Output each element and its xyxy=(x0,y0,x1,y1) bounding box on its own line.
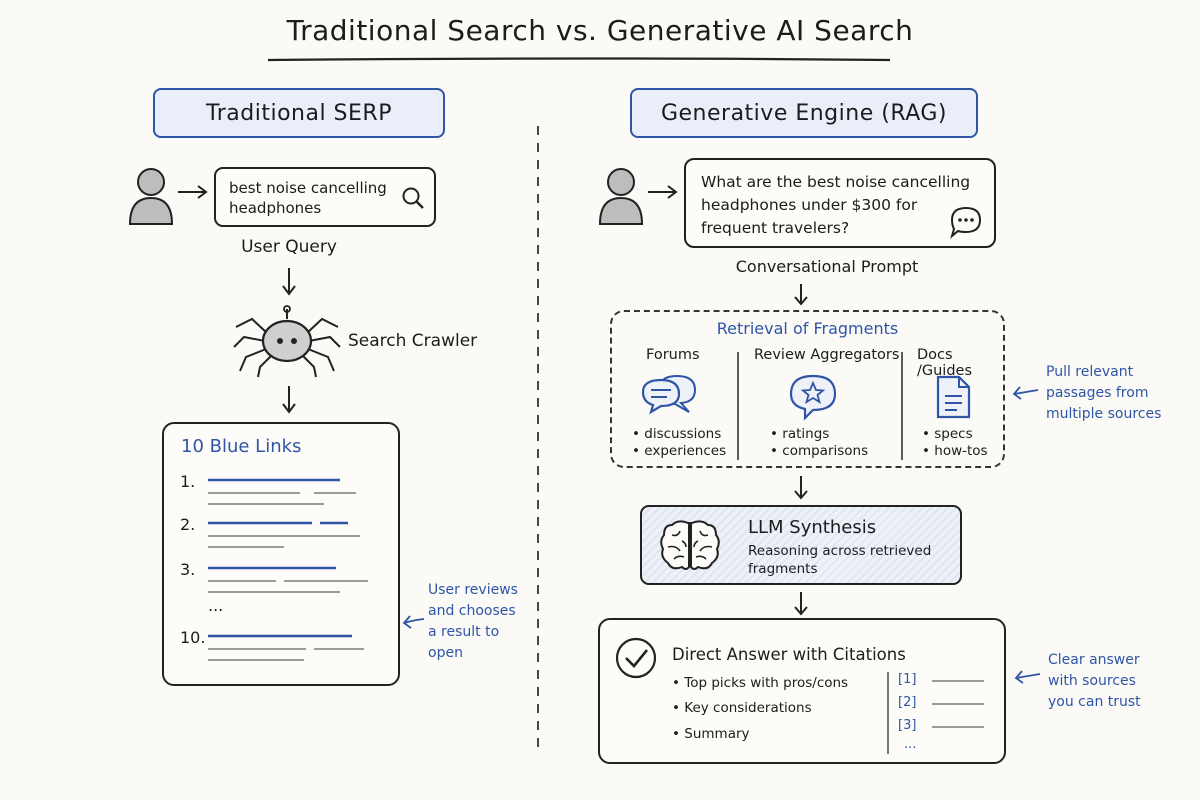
arrow-down-icon xyxy=(794,284,808,306)
answer-note: Clear answer with sources you can trust xyxy=(1048,652,1141,710)
chat-bubbles-icon xyxy=(641,374,697,415)
answer-bullet-text: Top picks with pros/cons xyxy=(684,675,849,691)
source-bullet-text: specs xyxy=(934,426,973,442)
search-crawler-label: Search Crawler xyxy=(348,331,478,351)
source-name-forums: Forums xyxy=(646,347,700,363)
source-bullet: • specs xyxy=(922,426,973,442)
traditional-serp-header-label: Traditional SERP xyxy=(206,100,392,126)
user-icon xyxy=(598,168,644,225)
note-arrow-icon xyxy=(1014,670,1041,684)
retrieval-note: Pull relevant passages from multiple sou… xyxy=(1046,364,1162,422)
conversational-prompt-box: What are the best noise cancelling headp… xyxy=(684,158,996,248)
results-ellipsis: ... xyxy=(208,596,224,615)
citation-ellipsis: ... xyxy=(904,737,917,752)
arrow-down-icon xyxy=(794,476,808,500)
citation-divider xyxy=(887,672,984,754)
source-bullet: • ratings xyxy=(770,426,830,442)
traditional-serp-header: Traditional SERP xyxy=(153,88,445,138)
citation-marker: [2] xyxy=(898,695,917,710)
source-bullet-text: discussions xyxy=(644,426,722,442)
result-number: 10. xyxy=(180,628,206,647)
arrow-down-icon xyxy=(794,592,808,616)
source-name-docs-guides: Docs /Guides xyxy=(917,347,973,379)
answer-title: Direct Answer with Citations xyxy=(672,645,906,664)
result-lines xyxy=(208,478,368,661)
answer-bullet-text: Summary xyxy=(684,726,750,742)
document-icon xyxy=(936,375,971,419)
spider-crawler-icon xyxy=(233,305,341,378)
source-bullet-text: ratings xyxy=(782,426,830,442)
retrieval-title: Retrieval of Fragments xyxy=(716,319,899,338)
source-bullet: • comparisons xyxy=(770,443,869,459)
generative-engine-header-label: Generative Engine (RAG) xyxy=(660,100,948,126)
user-query-label: User Query xyxy=(241,237,337,257)
llm-synthesis-box: LLM Synthesis Reasoning across retrieved… xyxy=(640,505,962,585)
search-icon xyxy=(402,187,424,209)
answer-bullet: • Top picks with pros/cons xyxy=(672,675,849,691)
checkmark-circle-icon xyxy=(615,637,657,679)
brain-icon xyxy=(660,520,720,570)
source-bullet: • how-tos xyxy=(922,443,988,459)
results-title: 10 Blue Links xyxy=(181,436,302,457)
source-name-review-aggregators: Review Aggregators xyxy=(754,347,900,363)
source-bullet: • experiences xyxy=(632,443,727,459)
note-arrow-icon xyxy=(1012,386,1039,400)
answer-bullet: • Summary xyxy=(672,726,750,742)
source-bullet-text: experiences xyxy=(644,443,727,459)
direct-answer-box: Direct Answer with Citations • Top picks… xyxy=(598,618,1006,764)
page-title: Traditional Search vs. Generative AI Sea… xyxy=(286,14,914,47)
arrow-down-icon xyxy=(282,386,296,414)
citation-marker: [1] xyxy=(898,672,917,687)
retrieval-fragments-box: Retrieval of Fragments Forums • discussi… xyxy=(610,310,1005,468)
result-number: 2. xyxy=(180,515,196,534)
generative-engine-header: Generative Engine (RAG) xyxy=(630,88,978,138)
prompt-text: What are the best noise cancelling headp… xyxy=(701,173,971,237)
source-bullet-text: comparisons xyxy=(782,443,869,459)
query-text: best noise cancelling headphones xyxy=(229,179,387,217)
synthesis-title: LLM Synthesis xyxy=(748,517,877,538)
synthesis-subtitle: Reasoning across retrieved fragments xyxy=(748,543,932,577)
answer-bullet: • Key considerations xyxy=(672,700,812,716)
chat-bubble-icon xyxy=(950,206,982,239)
result-number: 1. xyxy=(180,472,196,491)
citation-marker: [3] xyxy=(898,718,917,733)
answer-bullet-text: Key considerations xyxy=(684,700,812,716)
query-input-box: best noise cancelling headphones xyxy=(214,167,436,227)
note-arrow-icon xyxy=(402,615,425,629)
retrieval-column-dividers xyxy=(737,352,903,460)
star-bubble-icon xyxy=(789,374,837,421)
user-reviews-note: User reviews and chooses a result to ope… xyxy=(428,582,518,661)
source-bullet: • discussions xyxy=(632,426,722,442)
arrow-right-icon xyxy=(648,185,678,199)
arrow-right-icon xyxy=(178,185,208,199)
result-number: 3. xyxy=(180,560,196,579)
arrow-down-icon xyxy=(282,268,296,296)
user-icon xyxy=(128,168,174,225)
blue-links-results-box: 10 Blue Links 1. 2. 3. ... 10. xyxy=(162,422,400,686)
conversational-prompt-label: Conversational Prompt xyxy=(735,257,919,276)
source-bullet-text: how-tos xyxy=(934,443,988,459)
